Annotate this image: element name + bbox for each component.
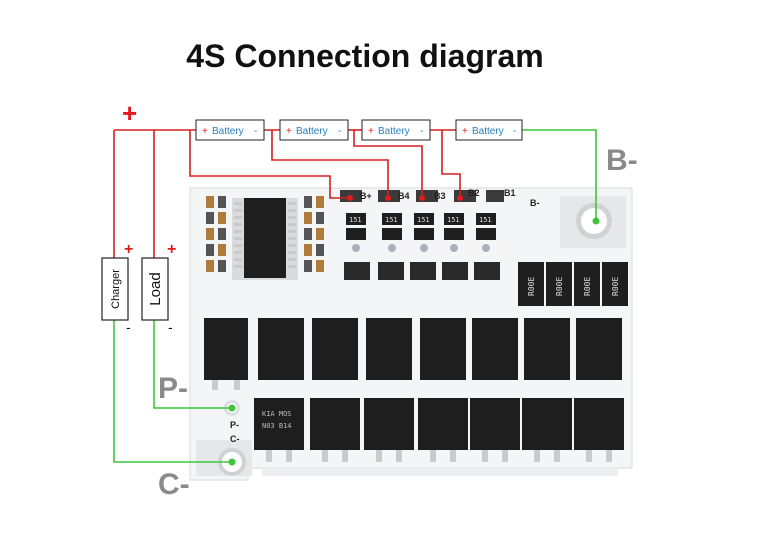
load-box: Load bbox=[141, 257, 169, 321]
svg-text:151: 151 bbox=[385, 216, 398, 224]
svg-text:+: + bbox=[202, 126, 208, 137]
pcb-markings: KIA MOS N03 B14 bbox=[262, 410, 292, 430]
svg-text:KIA MOS: KIA MOS bbox=[262, 410, 292, 418]
b2-balance-wire bbox=[441, 130, 461, 198]
resistor-codes: 151 151 151 151 151 bbox=[349, 216, 492, 224]
p-minus-label: P- bbox=[158, 372, 188, 405]
b-minus-label: B- bbox=[606, 144, 638, 177]
svg-text:151: 151 bbox=[417, 216, 430, 224]
battery-3: + Battery - bbox=[361, 119, 431, 141]
plus-load-label: + bbox=[167, 241, 176, 258]
battery-1: + Battery - bbox=[195, 119, 265, 141]
svg-text:B+: B+ bbox=[360, 191, 372, 201]
svg-text:Battery: Battery bbox=[296, 126, 328, 137]
svg-text:Battery: Battery bbox=[378, 126, 410, 137]
svg-text:Load: Load bbox=[147, 272, 164, 305]
svg-text:-: - bbox=[254, 126, 257, 137]
charger-box: Charger bbox=[101, 257, 129, 321]
svg-text:B1: B1 bbox=[504, 188, 516, 198]
bplus-balance-wire bbox=[189, 130, 350, 199]
battery-2: + Battery - bbox=[279, 119, 349, 141]
mosfet-row-bottom bbox=[254, 398, 624, 450]
shunt-resistors bbox=[518, 262, 628, 306]
controller-ic bbox=[244, 198, 286, 278]
svg-text:Battery: Battery bbox=[472, 126, 504, 137]
svg-text:+: + bbox=[286, 126, 292, 137]
c-minus-label: C- bbox=[158, 468, 190, 501]
svg-text:151: 151 bbox=[479, 216, 492, 224]
mosfet-legs bbox=[212, 380, 612, 462]
shunt-codes: R00E R00E R00E R00E bbox=[527, 277, 620, 296]
b4-balance-wire bbox=[271, 130, 389, 198]
pcb-board: KIA MOS N03 B14 bbox=[189, 187, 633, 481]
svg-text:151: 151 bbox=[447, 216, 460, 224]
svg-text:C-: C- bbox=[230, 434, 240, 444]
svg-text:B3: B3 bbox=[434, 191, 446, 201]
svg-text:P-: P- bbox=[230, 420, 239, 430]
c-minus-wire bbox=[113, 320, 232, 463]
svg-text:+: + bbox=[462, 126, 468, 137]
plus-charger-label: + bbox=[124, 241, 133, 258]
page-title: 4S Connection diagram bbox=[186, 38, 544, 74]
battery-4: + Battery - bbox=[455, 119, 523, 141]
svg-text:Battery: Battery bbox=[212, 126, 244, 137]
svg-text:151: 151 bbox=[349, 216, 362, 224]
svg-text:B4: B4 bbox=[398, 191, 410, 201]
pad-labels: B+ B4 B3 B2 B1 B- P- C- bbox=[230, 188, 540, 444]
svg-text:-: - bbox=[338, 126, 341, 137]
mosfet-row-top bbox=[204, 318, 622, 380]
plus-main-label: + bbox=[122, 98, 137, 128]
svg-text:R00E: R00E bbox=[555, 277, 564, 296]
svg-text:-: - bbox=[513, 126, 516, 137]
red-wires bbox=[113, 129, 461, 258]
balance-resistors bbox=[344, 213, 500, 280]
svg-text:B-: B- bbox=[530, 198, 540, 208]
balance-dots bbox=[347, 195, 463, 201]
p-minus-wire bbox=[153, 320, 232, 409]
b3-balance-wire bbox=[353, 130, 423, 198]
svg-text:N03 B14: N03 B14 bbox=[262, 422, 292, 430]
green-dots bbox=[228, 217, 600, 466]
svg-text:R00E: R00E bbox=[611, 277, 620, 296]
svg-text:Charger: Charger bbox=[110, 269, 122, 309]
svg-text:R00E: R00E bbox=[527, 277, 536, 296]
svg-text:+: + bbox=[368, 126, 374, 137]
b-minus-wire bbox=[520, 129, 597, 221]
ic-pins bbox=[234, 202, 296, 268]
svg-text:-: - bbox=[420, 126, 423, 137]
green-wires bbox=[113, 129, 597, 463]
svg-text:B2: B2 bbox=[468, 188, 480, 198]
minus-charger-label: - bbox=[126, 319, 131, 335]
svg-text:R00E: R00E bbox=[583, 277, 592, 296]
smd-components bbox=[206, 196, 324, 272]
minus-load-label: - bbox=[168, 319, 173, 335]
